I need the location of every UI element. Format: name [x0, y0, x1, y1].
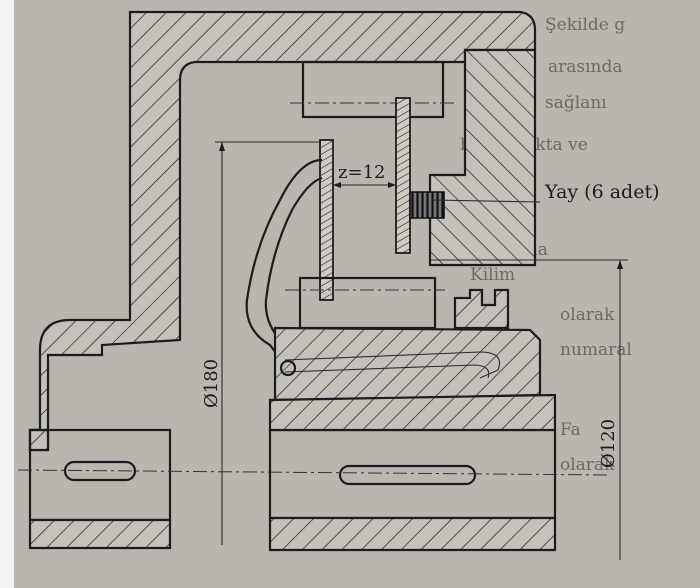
shaft-centerline	[17, 469, 611, 476]
bg-text-line: arasında	[548, 57, 623, 77]
bg-text-line: Fa	[560, 420, 581, 440]
friction-plate-left	[319, 139, 334, 301]
bg-text-line: sağlanı	[545, 93, 607, 113]
right-keyway	[338, 464, 477, 486]
spring-icon	[409, 191, 445, 219]
outer-housing	[28, 10, 537, 452]
scan-margin	[0, 0, 14, 588]
left-keyway	[63, 460, 137, 482]
right-shaft-lower-housing	[268, 516, 557, 552]
inner-diameter-arrow-top	[617, 260, 623, 269]
left-shaft-housing	[28, 518, 172, 550]
bg-text-line: olarak	[560, 305, 615, 325]
pivot-pin-icon	[279, 359, 297, 377]
left-shaft	[28, 428, 172, 522]
inner-diameter-label: Ø120	[598, 419, 619, 468]
sliding-sleeve	[273, 326, 542, 402]
bg-text-line: Şekilde g	[545, 15, 625, 35]
bg-text-line: Kilim	[470, 265, 515, 285]
lever-arm-inner	[264, 176, 323, 346]
right-housing-block	[428, 48, 537, 267]
left-shaft-stub	[28, 428, 50, 452]
sleeve-groove	[284, 351, 501, 379]
lever-arm-outer	[245, 158, 323, 366]
outer-diameter-label: Ø180	[201, 359, 222, 408]
key-block	[453, 288, 510, 330]
gap-label: z=12	[338, 162, 385, 183]
spring-leader-line	[431, 199, 541, 203]
sleeve-groove-2	[284, 364, 490, 379]
top-holder	[301, 60, 445, 119]
outer-diameter-arrow-top	[219, 142, 225, 151]
bg-text-line: olarak	[560, 455, 615, 475]
spring-label: Yay (6 adet)	[544, 181, 660, 203]
right-shaft-upper-housing	[268, 393, 557, 432]
bg-text-line: numaral	[560, 340, 632, 360]
friction-plate-right	[395, 97, 411, 254]
